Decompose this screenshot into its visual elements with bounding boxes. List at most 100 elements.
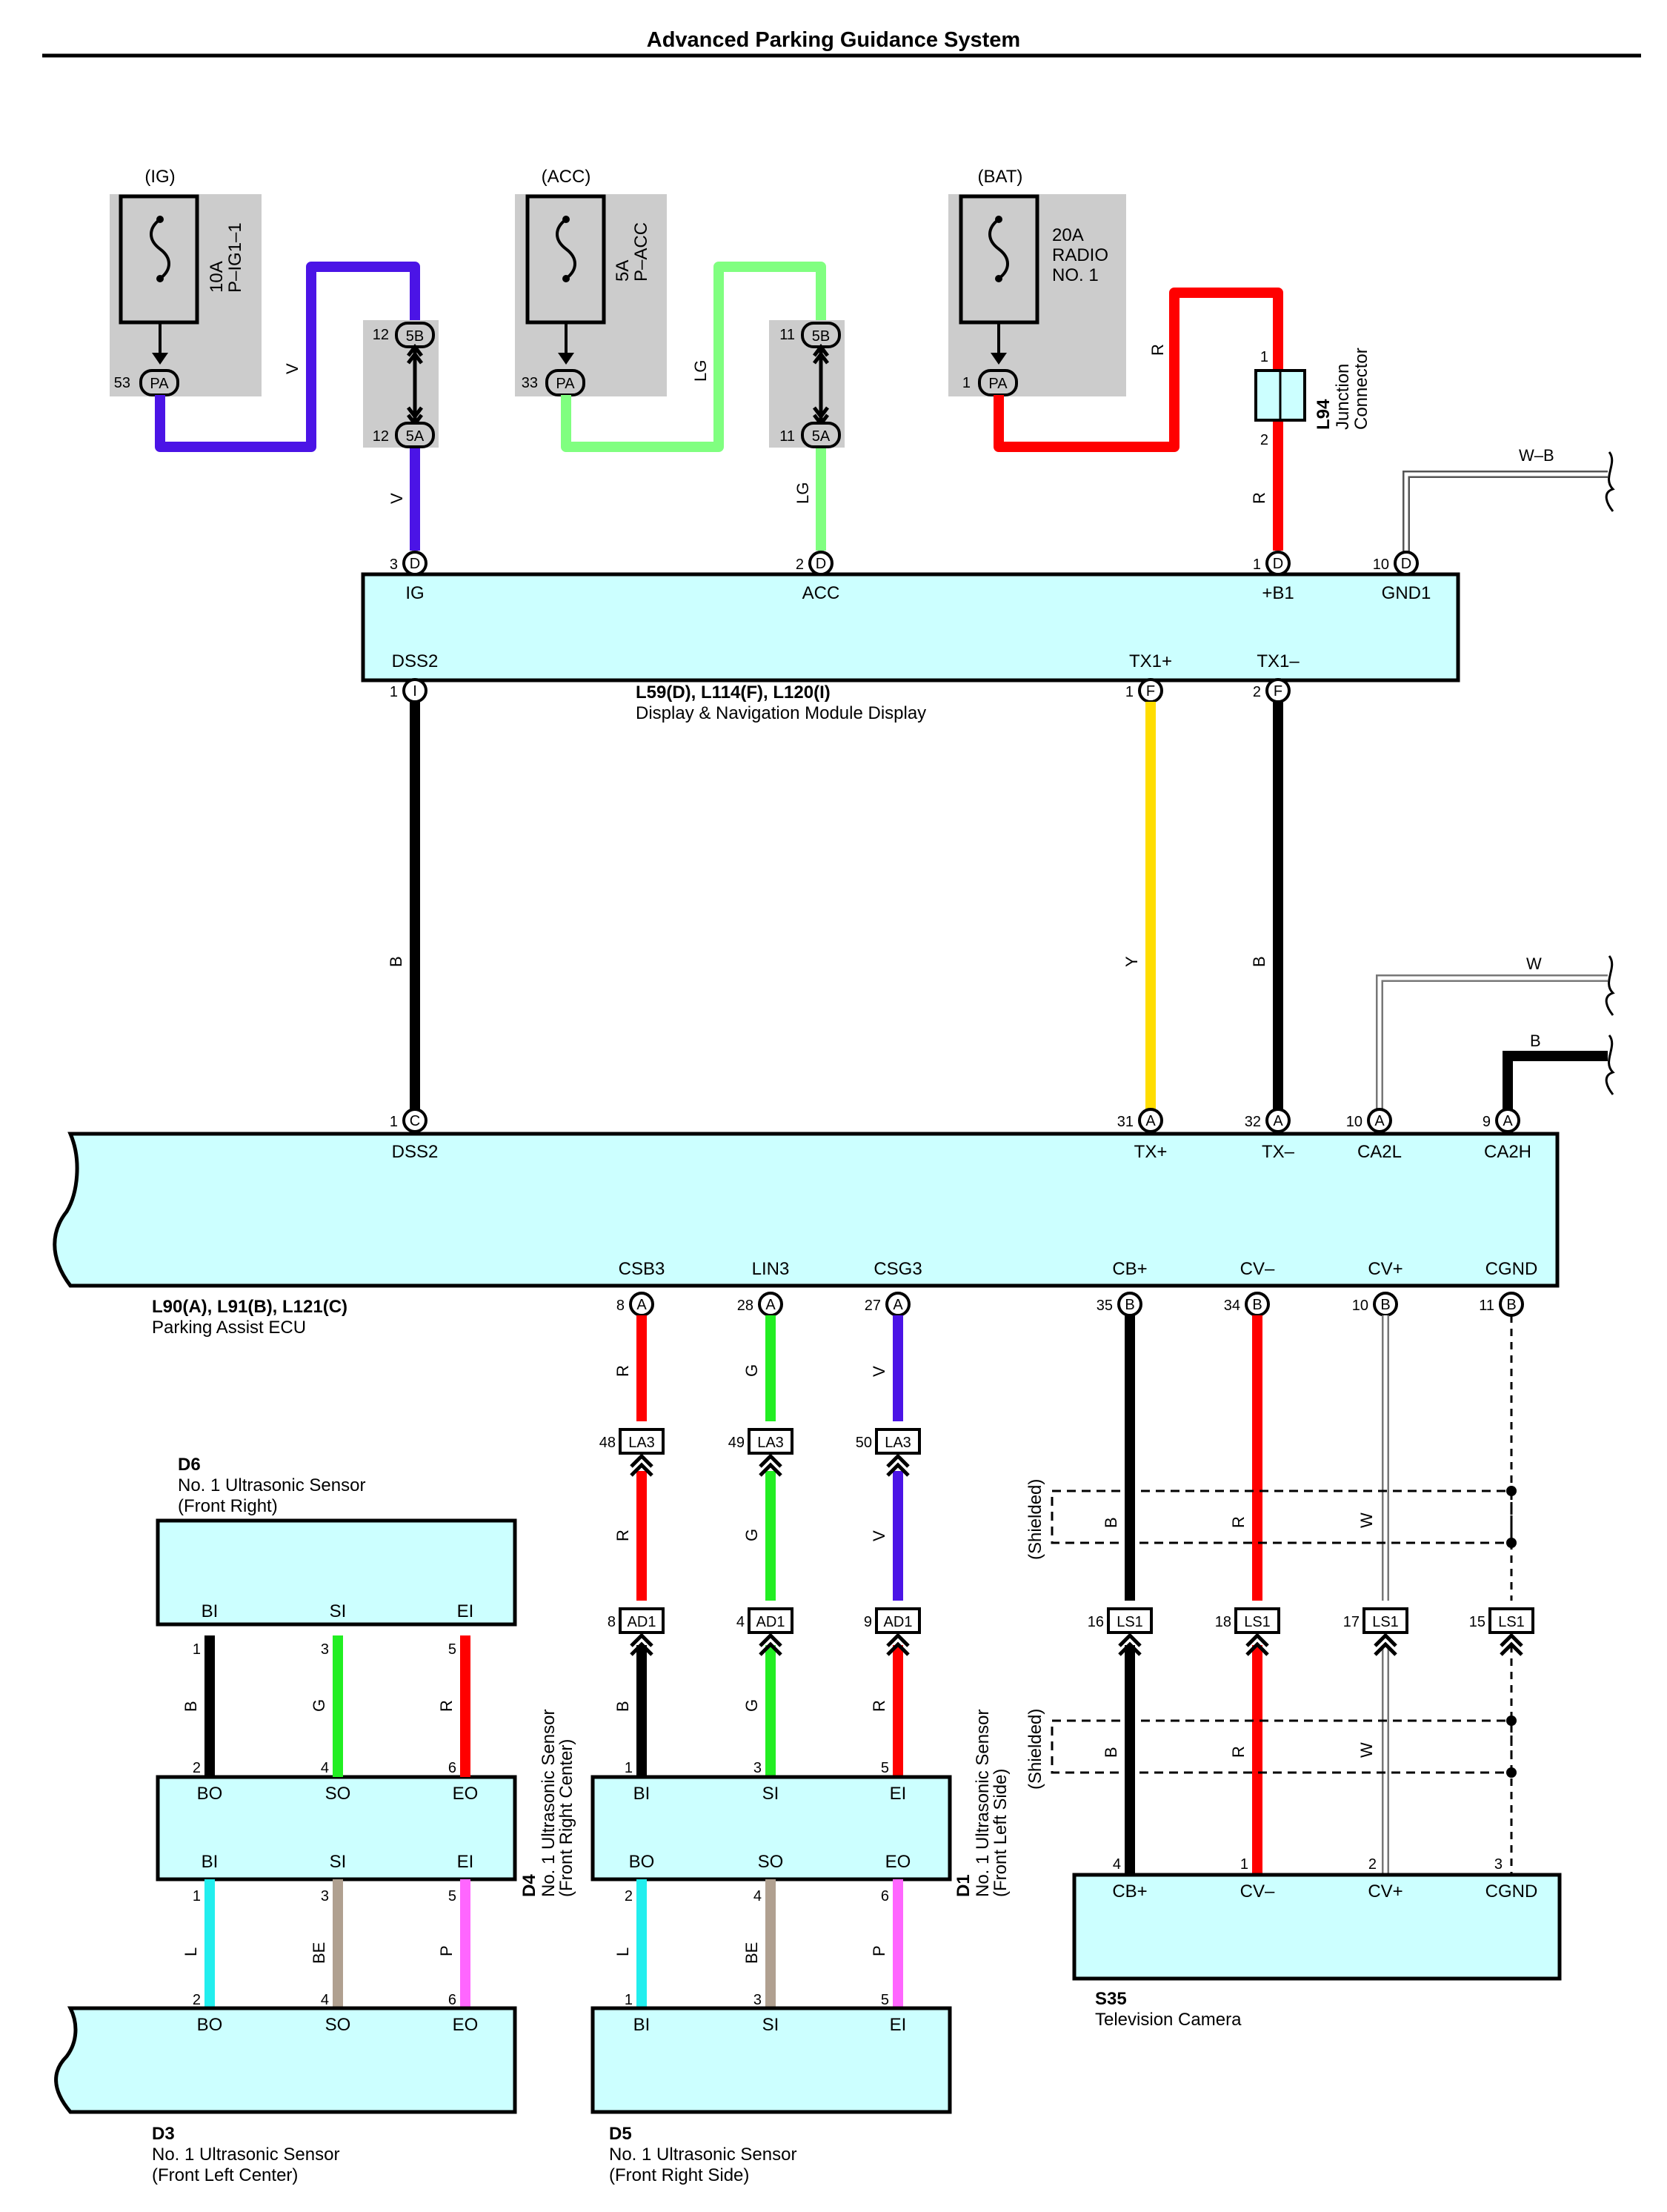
pin-connector: C	[410, 1113, 420, 1129]
sensor-pin-label: EO	[885, 1852, 911, 1872]
connector-name: AD1	[628, 1614, 656, 1630]
svg-text:NO. 1: NO. 1	[1052, 265, 1099, 285]
connector-5b-5a-ig: 12 5B 12 5A	[363, 320, 439, 448]
svg-text:5A: 5A	[812, 428, 831, 445]
connector-name: LA3	[885, 1435, 911, 1451]
connector-name: LA3	[757, 1435, 784, 1451]
svg-text:(IG): (IG)	[144, 167, 175, 187]
pin-number: 5	[881, 1992, 889, 2008]
svg-text:W–B: W–B	[1519, 446, 1554, 465]
svg-text:B: B	[182, 1701, 200, 1712]
wire-lg-acc	[561, 262, 826, 452]
sensor-d6: D6 No. 1 Ultrasonic Sensor (Front Right)…	[156, 1455, 517, 1658]
pin-number: 27	[865, 1298, 881, 1314]
svg-text:12: 12	[373, 327, 389, 343]
svg-text:GND1: GND1	[1382, 583, 1431, 603]
pin-number: 2	[193, 1760, 201, 1776]
pin-connector: A	[1273, 1113, 1283, 1129]
svg-text:No. 1 Ultrasonic Sensor: No. 1 Ultrasonic Sensor	[152, 2145, 339, 2165]
svg-text:IG: IG	[405, 583, 424, 603]
pin-number: 9	[864, 1614, 872, 1630]
svg-text:5A: 5A	[406, 428, 425, 445]
pin-number: 1	[1240, 1856, 1248, 1873]
fuse-icon	[150, 218, 170, 280]
ecu-pin-label: CSG3	[874, 1259, 922, 1279]
pin-number: 16	[1088, 1614, 1104, 1630]
sensor-pin-label: SI	[330, 1852, 347, 1872]
connector-name: LA3	[628, 1435, 655, 1451]
pin-number: 31	[1117, 1114, 1134, 1130]
svg-text:5B: 5B	[406, 328, 424, 345]
svg-text:G: G	[310, 1699, 328, 1712]
fuse-ig: (IG) 10A P–IG1–1 53 PA	[110, 167, 262, 396]
svg-text:V: V	[283, 363, 302, 374]
pin-connector: A	[1145, 1113, 1156, 1129]
svg-text:I: I	[413, 683, 417, 700]
connector-name: LS1	[1117, 1614, 1143, 1630]
svg-text:5B: 5B	[812, 328, 830, 345]
svg-text:R: R	[1250, 492, 1268, 504]
pin-number: 1	[625, 1992, 633, 2008]
svg-text:L: L	[613, 1947, 632, 1956]
svg-text:F: F	[1146, 683, 1155, 700]
display-navigation-module: 3 D IG 2 D ACC 1 D +B1 10 D GND1 DSS2 1 …	[361, 551, 1460, 723]
pin-number: 9	[1483, 1114, 1491, 1130]
svg-text:1: 1	[962, 375, 971, 391]
pin-number: 32	[1245, 1114, 1261, 1130]
pin-number: 49	[728, 1435, 745, 1451]
svg-text:LG: LG	[691, 360, 710, 382]
svg-text:1: 1	[1260, 349, 1268, 365]
svg-text:G: G	[742, 1364, 761, 1377]
svg-text:D: D	[816, 556, 826, 572]
sensor-chain-wires: B G R L BE P L BE P	[182, 1635, 903, 2016]
svg-text:20A: 20A	[1052, 225, 1084, 245]
ecu-pin-label: LIN3	[752, 1259, 790, 1279]
svg-text:(Front Left Center): (Front Left Center)	[152, 2165, 298, 2185]
svg-text:(Shielded): (Shielded)	[1025, 1479, 1045, 1560]
svg-text:B: B	[613, 1701, 632, 1712]
fuse-acc: (ACC) 5A P–ACC 33 PA	[515, 167, 667, 396]
pin-number: 1	[625, 1760, 633, 1776]
svg-text:Parking Assist ECU: Parking Assist ECU	[152, 1318, 306, 1338]
svg-text:11: 11	[779, 428, 795, 445]
ecu-pin-label: CB+	[1112, 1259, 1147, 1279]
ecu-top-pin: 32 A	[1245, 1108, 1291, 1133]
svg-text:Y: Y	[1122, 956, 1141, 967]
ecu-sensor-wires: R G V R G V B G R	[613, 1315, 903, 1780]
sensor-pin-label: EI	[890, 1784, 907, 1804]
connector-name: AD1	[884, 1614, 913, 1630]
svg-text:W: W	[1526, 954, 1542, 973]
sensor-pin-label: BI	[202, 1601, 219, 1621]
svg-text:53: 53	[114, 375, 130, 391]
fuse-icon	[556, 218, 576, 280]
ecu-pin-label: CGND	[1485, 1259, 1538, 1279]
sensor-pin-label: BO	[197, 2015, 223, 2035]
svg-text:No. 1 Ultrasonic Sensor: No. 1 Ultrasonic Sensor	[609, 2145, 796, 2165]
pin-number: 3	[321, 1641, 329, 1658]
svg-text:5A: 5A	[613, 260, 633, 282]
svg-text:11: 11	[779, 327, 795, 343]
svg-text:Television Camera: Television Camera	[1095, 2010, 1242, 2030]
connector-5b-5a-acc: 11 5B 11 5A	[769, 320, 845, 448]
pin-number: 4	[321, 1760, 329, 1776]
pin-number: 28	[737, 1298, 753, 1314]
pin-number: 11	[1479, 1298, 1494, 1314]
svg-text:TX1–: TX1–	[1257, 651, 1300, 671]
svg-text:L94: L94	[1314, 399, 1334, 430]
svg-text:F: F	[1274, 683, 1282, 700]
ecu-pin-label: CSB3	[619, 1259, 665, 1279]
svg-text:W: W	[1357, 1512, 1376, 1528]
svg-text:R: R	[870, 1700, 888, 1712]
